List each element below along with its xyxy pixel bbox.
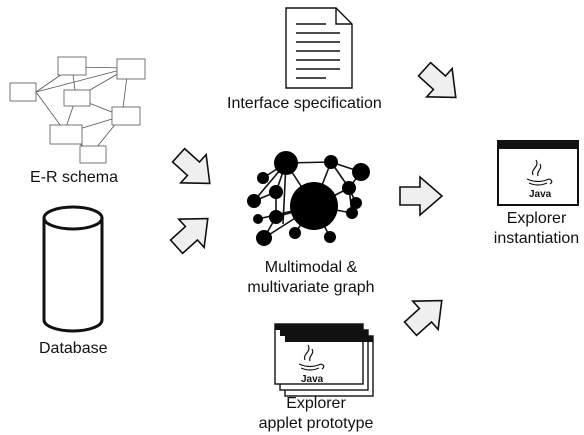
prototype-label-line1: Explorer	[286, 395, 346, 412]
java-window-icon: Java	[497, 140, 579, 206]
applet-prototype-label: Explorer applet prototype	[246, 394, 386, 434]
java-logo-icon	[526, 159, 553, 186]
graph-label-line1: Multimodal &	[264, 259, 358, 276]
prototype-label-line2: applet prototype	[258, 415, 374, 432]
er-diagram-icon	[9, 56, 146, 164]
java-logo-text: Java	[529, 189, 552, 200]
arrow-graph-to-explorer	[399, 175, 444, 217]
arrow-database-to-graph	[169, 217, 209, 255]
explorer-instantiation-label: Explorer instantiation	[489, 209, 584, 249]
java-logo-text: Java	[301, 374, 324, 385]
graph-label: Multimodal & multivariate graph	[236, 258, 386, 298]
database-label: Database	[39, 340, 108, 357]
arrow-to-explorer-from-spec	[417, 61, 457, 99]
java-logo-icon	[298, 344, 325, 371]
er-schema-label: E-R schema	[30, 169, 119, 186]
arrow-er-to-graph	[171, 147, 211, 185]
interface-spec-label: Interface specification	[227, 95, 382, 112]
explorer-label-line2: instantiation	[493, 230, 580, 247]
stacked-java-windows-icon: Java	[274, 323, 374, 397]
explorer-label-line1: Explorer	[506, 210, 567, 227]
document-icon	[285, 7, 353, 89]
graph-network-icon	[247, 151, 370, 246]
arrow-prototype-to-explorer	[403, 299, 443, 337]
graph-label-line2: multivariate graph	[247, 279, 375, 296]
database-cylinder-icon	[42, 205, 104, 333]
